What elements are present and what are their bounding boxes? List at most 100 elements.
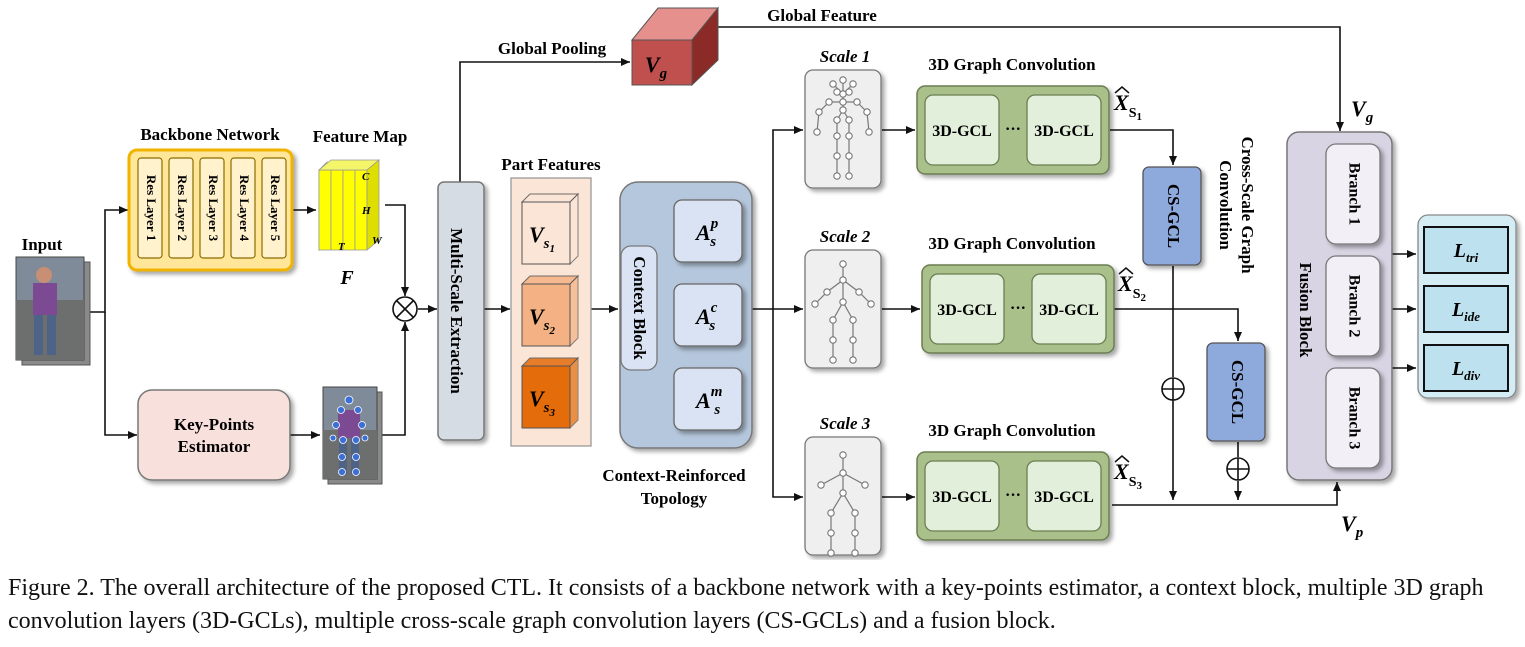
graph-conv-title-1: 3D Graph Convolution <box>928 55 1096 74</box>
hat-mark <box>1114 86 1130 94</box>
feature-map-title: Feature Map <box>313 127 408 146</box>
backbone-title: Backbone Network <box>140 125 280 144</box>
multiscale-extraction-label: Multi-Scale Extraction <box>447 228 466 394</box>
skeleton-graph-1 <box>813 76 873 180</box>
res-layer-label: Res Layer 1 <box>144 175 159 241</box>
scale-box-2 <box>804 249 882 369</box>
branch-box-1 <box>1325 143 1381 245</box>
gcl-label: 3D-GCL <box>1039 302 1099 319</box>
gcl-box <box>1031 273 1107 345</box>
part-features-title: Part Features <box>501 155 601 174</box>
res-layers: Res Layer 1 Res Layer 2 Res Layer 3 Res Lay… <box>137 157 287 259</box>
hat-mark <box>1118 267 1134 275</box>
csgcl-2-label: CS-GCL <box>1228 360 1247 424</box>
res-layer-label: Res Layer 5 <box>268 175 283 242</box>
fm-t-label: T <box>338 241 346 253</box>
add-operator-1 <box>1161 377 1185 401</box>
branch-label-3: Branch 3 <box>1345 387 1362 450</box>
global-vector-cube <box>630 6 720 87</box>
gcl-label: 3D-GCL <box>937 302 997 319</box>
gcl-box <box>1026 460 1102 532</box>
part-feature-label: Vs3 <box>529 386 556 419</box>
part-feature-label: Vs2 <box>529 304 556 337</box>
res-layer-box <box>199 157 225 259</box>
loss-box-1 <box>1423 226 1509 274</box>
part-feature-cube-1: Vs1 <box>520 192 580 266</box>
gcl-box <box>929 273 1005 345</box>
ellipsis: ··· <box>1005 121 1021 138</box>
keypoints-image <box>322 386 383 485</box>
scale-box-1 <box>804 69 882 189</box>
context-block-label: Context Block <box>630 256 649 360</box>
vg-label: Vg <box>1351 96 1374 126</box>
loss-label-3: Ldiv <box>1451 358 1480 383</box>
xhat-label-2: XS2 <box>1117 271 1146 304</box>
csgcl-2-box <box>1206 342 1266 442</box>
figure-caption: Figure 2. The overall architecture of th… <box>8 575 1484 634</box>
branch-box-3 <box>1325 367 1381 469</box>
graph-conv-title-2: 3D Graph Convolution <box>928 234 1096 253</box>
add-operator-2 <box>1226 457 1250 481</box>
res-layer-label: Res Layer 2 <box>175 175 190 241</box>
scales: Scale 1 Scale 2 Scale 3 <box>804 47 882 557</box>
multiply-operator <box>392 296 418 322</box>
gcl-label: 3D-GCL <box>1034 123 1094 140</box>
cross-scale-line1: Cross-Scale Graph <box>1238 136 1257 274</box>
part-feature-cube-3: Vs3 <box>520 356 580 430</box>
gcl-label: 3D-GCL <box>932 489 992 506</box>
adjacency-box-1 <box>673 199 743 263</box>
graph-conv-title-3: 3D Graph Convolution <box>928 421 1096 440</box>
loss-label-1: Ltri <box>1453 240 1479 265</box>
vg-cube-label: Vg <box>645 52 668 82</box>
loss-box-3 <box>1423 344 1509 392</box>
scale-title-1: Scale 1 <box>820 47 871 66</box>
adjacency-box-2 <box>673 283 743 347</box>
loss-box-2 <box>1423 285 1509 333</box>
connectors <box>90 26 1416 506</box>
adjacency-box-3 <box>673 367 743 431</box>
fm-c-label: C <box>362 171 370 183</box>
gcl-box <box>924 460 1000 532</box>
xhat-label-3: XS3 <box>1113 459 1142 492</box>
context-block-box <box>620 245 658 371</box>
gcl-box <box>924 94 1000 166</box>
ellipsis: ··· <box>1010 300 1026 317</box>
csgcl-1-box <box>1142 166 1202 266</box>
global-pooling-label: Global Pooling <box>498 39 607 58</box>
ctx-topology-line2: Topology <box>641 489 708 508</box>
fusion-block-label: Fusion Block <box>1296 263 1315 358</box>
multiscale-extraction-box <box>437 181 485 441</box>
branch-label-2: Branch 2 <box>1345 275 1362 338</box>
cross-scale-line2: Convolution <box>1216 160 1235 250</box>
res-layer-box <box>168 157 194 259</box>
fm-h-label: H <box>361 205 371 217</box>
feature-map <box>317 159 381 251</box>
global-feature-label: Global Feature <box>767 6 877 25</box>
gcl-box <box>1026 94 1102 166</box>
feature-map-symbol: F <box>339 267 354 289</box>
gcl-label: 3D-GCL <box>1034 489 1094 506</box>
res-layer-label: Res Layer 4 <box>237 175 252 242</box>
graph-convolution-groups: 3D Graph Convolution 3D-GCL ··· 3D-GCL XS1 3D… <box>916 55 1146 541</box>
input-label: Input <box>22 235 63 254</box>
xhat-label-1: XS1 <box>1113 90 1142 123</box>
ellipsis: ··· <box>1005 487 1021 504</box>
scale-title-2: Scale 2 <box>820 227 871 246</box>
loss-label-2: Lide <box>1451 299 1480 324</box>
gcl-label: 3D-GCL <box>932 123 992 140</box>
hat-mark <box>1114 455 1130 463</box>
vp-label: Vp <box>1341 511 1364 541</box>
ctx-topology-line1: Context-Reinforced <box>602 466 746 485</box>
csgcl-1-label: CS-GCL <box>1164 184 1183 248</box>
branch-box-2 <box>1325 255 1381 357</box>
scale-title-3: Scale 3 <box>820 414 871 433</box>
res-layer-label: Res Layer 3 <box>206 175 221 242</box>
input-image <box>15 256 91 366</box>
